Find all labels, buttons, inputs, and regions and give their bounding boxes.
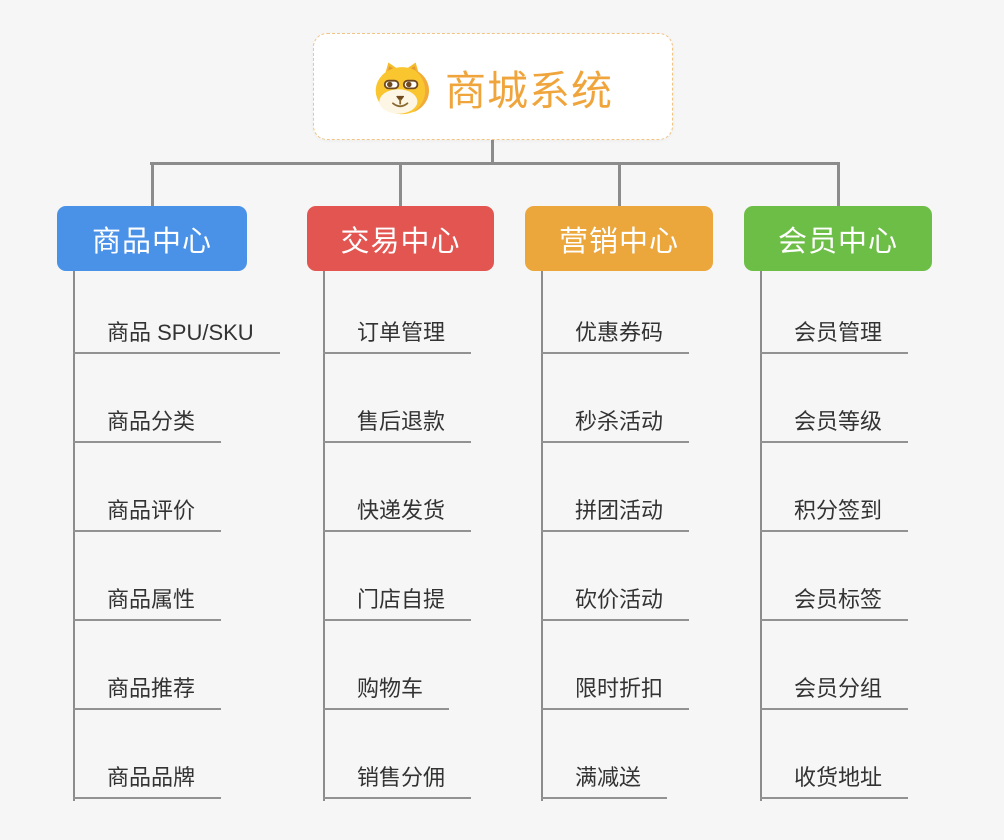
mindmap-item[interactable]: 商品 SPU/SKU [73, 318, 280, 354]
shiba-dog-face-icon [375, 62, 430, 114]
branch-column-line [760, 271, 762, 801]
mindmap-item[interactable]: 商品属性 [73, 585, 222, 621]
mindmap-item[interactable]: 销售分佣 [323, 763, 472, 799]
mindmap-item[interactable]: 会员等级 [760, 407, 909, 443]
item-label: 订单管理 [357, 320, 446, 345]
item-label: 商品推荐 [107, 676, 196, 701]
root-title: 商城系统 [445, 67, 613, 114]
mindmap-item[interactable]: 门店自提 [323, 585, 472, 621]
mindmap-item[interactable]: 商品品牌 [73, 763, 222, 799]
item-label: 会员等级 [794, 409, 883, 434]
mindmap-item[interactable]: 拼团活动 [541, 496, 690, 532]
mindmap-item[interactable]: 订单管理 [323, 318, 472, 354]
item-label: 优惠券码 [575, 320, 664, 345]
connector-branch-drop [399, 162, 402, 207]
mindmap-item[interactable]: 秒杀活动 [541, 407, 690, 443]
mindmap-item[interactable]: 会员分组 [760, 674, 909, 710]
connector-root-drop [491, 139, 494, 163]
item-label: 快递发货 [357, 498, 446, 523]
item-label: 门店自提 [357, 587, 446, 612]
item-label: 商品 SPU/SKU [107, 320, 254, 345]
branch-node-4[interactable]: 会员中心 [744, 206, 932, 271]
item-label: 商品评价 [107, 498, 196, 523]
branch-label: 营销中心 [558, 225, 679, 258]
mindmap-item[interactable]: 商品推荐 [73, 674, 222, 710]
mindmap-item[interactable]: 优惠券码 [541, 318, 690, 354]
item-label: 购物车 [357, 676, 424, 701]
branch-node-1[interactable]: 商品中心 [57, 206, 247, 271]
item-label: 会员标签 [794, 587, 883, 612]
branch-node-3[interactable]: 营销中心 [525, 206, 713, 271]
mindmap-item[interactable]: 快递发货 [323, 496, 472, 532]
mindmap-item[interactable]: 收货地址 [760, 763, 909, 799]
mindmap-item[interactable]: 售后退款 [323, 407, 472, 443]
connector-horizontal-bus [150, 162, 840, 165]
mindmap-item[interactable]: 商品评价 [73, 496, 222, 532]
connector-branch-drop [617, 162, 621, 207]
mindmap-item[interactable]: 会员管理 [760, 318, 909, 354]
item-label: 会员分组 [794, 676, 883, 701]
branch-label: 会员中心 [777, 225, 898, 258]
mindmap-item[interactable]: 购物车 [323, 674, 450, 710]
item-label: 商品品牌 [107, 765, 196, 790]
branch-label: 交易中心 [340, 225, 461, 258]
item-label: 商品分类 [107, 409, 196, 434]
branch-column-line [541, 271, 543, 801]
mindmap-item[interactable]: 砍价活动 [541, 585, 690, 621]
item-label: 满减送 [575, 765, 642, 790]
root-node[interactable]: 商城系统 [313, 33, 673, 140]
branch-label: 商品中心 [91, 225, 212, 258]
item-label: 砍价活动 [575, 587, 664, 612]
item-label: 售后退款 [357, 409, 446, 434]
item-label: 秒杀活动 [575, 409, 664, 434]
item-label: 积分签到 [794, 498, 883, 523]
branch-node-2[interactable]: 交易中心 [307, 206, 494, 271]
branch-column-line [73, 271, 75, 801]
mindmap-item[interactable]: 满减送 [541, 763, 668, 799]
mindmap-item[interactable]: 商品分类 [73, 407, 222, 443]
item-label: 会员管理 [794, 320, 883, 345]
item-label: 销售分佣 [357, 765, 446, 790]
item-label: 收货地址 [794, 765, 883, 790]
mindmap-item[interactable]: 会员标签 [760, 585, 909, 621]
item-label: 商品属性 [107, 587, 196, 612]
branch-column-line [323, 271, 325, 801]
connector-branch-drop [836, 162, 840, 207]
connector-branch-drop [150, 162, 154, 207]
mindmap-item[interactable]: 限时折扣 [541, 674, 690, 710]
item-label: 限时折扣 [575, 676, 664, 701]
item-label: 拼团活动 [575, 498, 664, 523]
mindmap-item[interactable]: 积分签到 [760, 496, 909, 532]
